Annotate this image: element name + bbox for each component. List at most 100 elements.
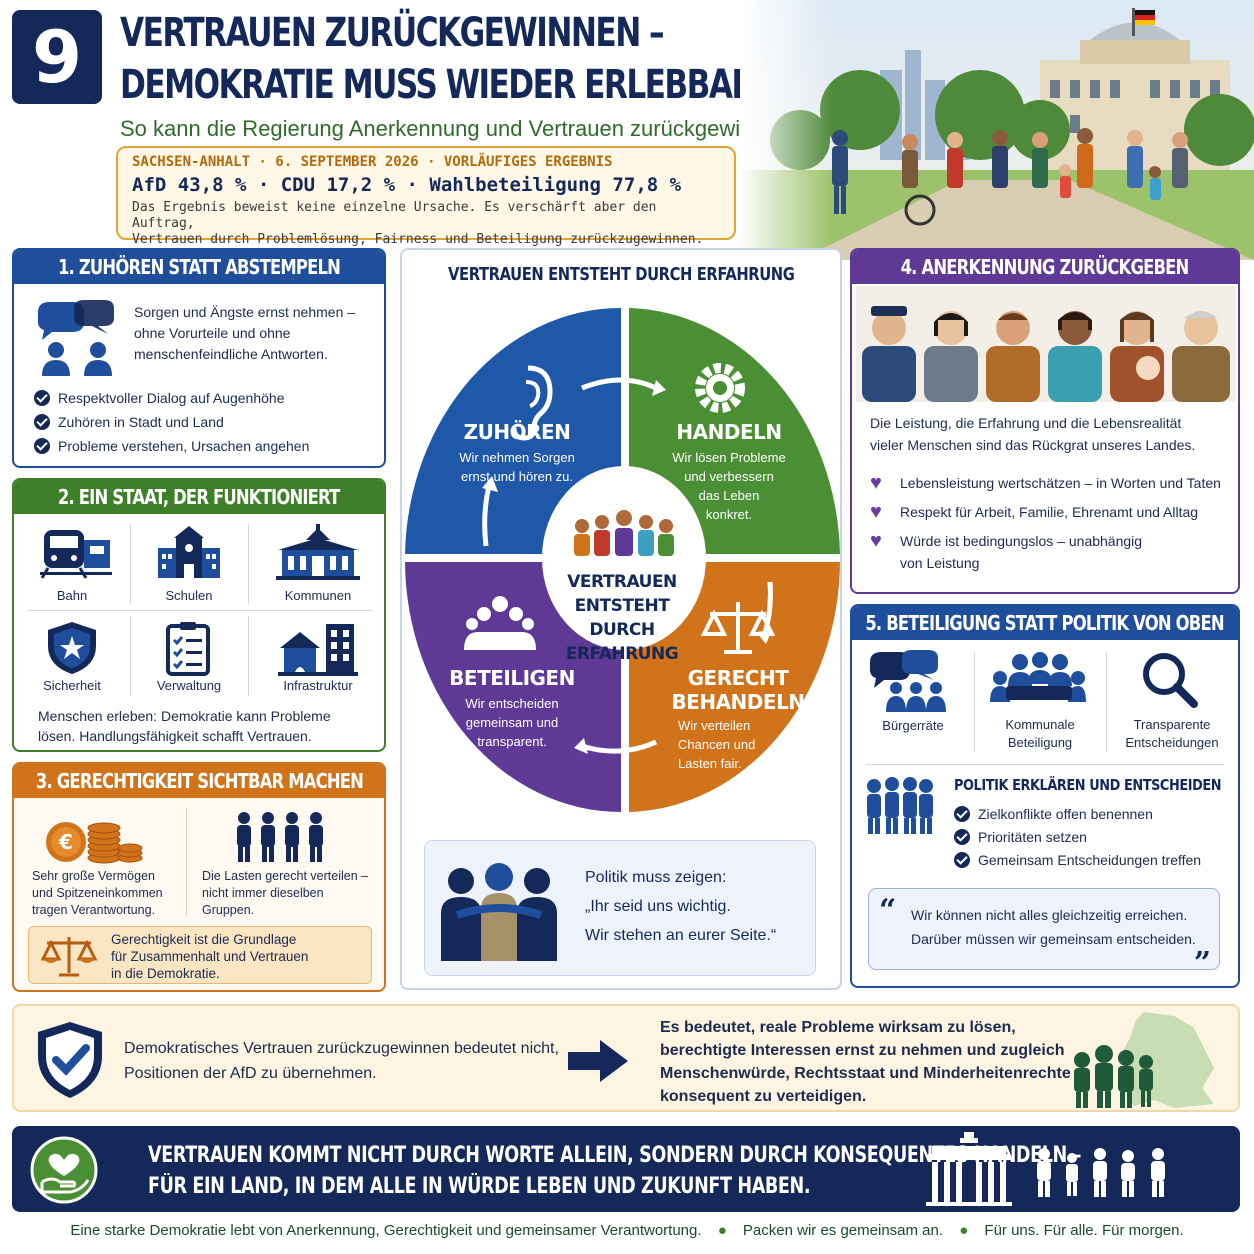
quote-line-2: „Ihr seid uns wichtig. xyxy=(585,898,731,915)
footer: Eine starke Demokratie lebt von Anerkenn… xyxy=(0,1222,1254,1239)
result-heading: SACHSEN-ANHALT · 6. SEPTEMBER 2026 · VOR… xyxy=(132,154,613,170)
q1-title: ZUHÖREN xyxy=(463,420,571,444)
footer-part-2: Packen wir es gemeinsam an. xyxy=(742,1222,944,1239)
check-icon xyxy=(34,390,50,406)
cycle-hub-text: VERTRAUEN ENTSTEHT DURCH ERFAHRUNG xyxy=(565,572,679,664)
section-1-text-2: ohne Vorurteile und ohne xyxy=(134,325,291,341)
administration-checklist-icon xyxy=(166,622,210,676)
label-sicherheit: Sicherheit xyxy=(43,678,101,693)
section-1-title: 1. ZUHÖREN STATT ABSTEMPELN xyxy=(57,255,341,279)
q1-line-2: ernst und hören zu. xyxy=(460,469,574,484)
section-5-quote-box: “ Wir können nicht alles gleichzeitig er… xyxy=(868,888,1220,981)
q4-line-3: Lasten fair. xyxy=(678,756,742,771)
justice-note-1: Gerechtigkeit ist die Grundlage xyxy=(111,932,297,947)
result-note-1: Das Ergebnis beweist keine einzelne Ursa… xyxy=(132,200,657,231)
q3-line-1: Wir entscheiden xyxy=(465,696,559,711)
election-result-box: SACHSEN-ANHALT · 6. SEPTEMBER 2026 · VOR… xyxy=(116,146,736,247)
check-icon xyxy=(954,805,970,822)
section-5-quote-1: Wir können nicht alles gleichzeitig erre… xyxy=(911,907,1188,923)
section-4-item: ♥Lebensleistung wertschätzen – in Worten… xyxy=(870,472,1221,494)
section-1-text-1: Sorgen und Ängste ernst nehmen – xyxy=(134,304,356,320)
section-2-title: 2. EIN STAAT, DER FUNKTIONIERT xyxy=(58,485,340,509)
quote-line-1: Politik muss zeigen: xyxy=(585,869,727,886)
label-kommunale-beteiligung: Kommunale Beteiligung xyxy=(1005,717,1075,750)
section-5-subtitle: POLITIK ERKLÄREN UND ENTSCHEIDEN xyxy=(954,776,1222,794)
label-buergerraete: Bürgerräte xyxy=(882,718,944,733)
label-verwaltung: Verwaltung xyxy=(156,678,222,693)
heart-hand-icon xyxy=(30,1136,98,1204)
section-1-item: Probleme verstehen, Ursachen angehen xyxy=(34,434,309,458)
check-icon xyxy=(34,414,50,430)
section-5-item: Gemeinsam Entscheidungen treffen xyxy=(954,848,1201,871)
heart-icon: ♥ xyxy=(870,501,882,523)
section-number-badge: 9 xyxy=(12,10,102,104)
city-park-scene-illustration xyxy=(740,0,1254,260)
security-shield-icon xyxy=(48,622,96,674)
q3-title: BETEILIGEN xyxy=(449,666,575,690)
page-subtitle: So kann die Regierung Anerkennung und Ve… xyxy=(120,116,790,141)
result-note-2: Vertrauen durch Problemlösung, Fairness … xyxy=(132,232,704,247)
section-1-text-3: menschenfeindliche Antworten. xyxy=(134,346,328,362)
gear-icon xyxy=(695,363,745,413)
dialogue-people-icon xyxy=(38,300,114,376)
section-5-quote-2: Darüber müssen wir gemeinsam entscheiden… xyxy=(911,931,1196,947)
closing-banner: VERTRAUEN KOMMT NICHT DURCH WORTE ALLEIN… xyxy=(12,1126,1240,1212)
community-participation-icon xyxy=(990,652,1086,702)
section-4-title: 4. ANERKENNUNG ZURÜCKGEBEN xyxy=(901,255,1190,279)
summary-right-4: konsequent zu verteidigen. xyxy=(660,1088,867,1105)
summary-left-1: Demokratisches Vertrauen zurückzugewinne… xyxy=(124,1040,559,1057)
banner-line-2: FÜR EIN LAND, IN DEM ALLE IN WÜRDE LEBEN… xyxy=(148,1174,811,1199)
q4-title-2: BEHANDELN xyxy=(671,690,805,714)
section-2-header: 2. EIN STAAT, DER FUNKTIONIERT xyxy=(14,480,384,514)
section-1-item: Zuhören in Stadt und Land xyxy=(34,410,309,434)
section-1-header: 1. ZUHÖREN STATT ABSTEMPELN xyxy=(14,250,384,284)
label-transparente-entscheidungen: Transparente Entscheidungen xyxy=(1125,717,1219,750)
section-3-header: 3. GERECHTIGKEIT SICHTBAR MACHEN xyxy=(14,764,384,798)
section-3-right-1: Die Lasten gerecht verteilen – xyxy=(202,869,369,883)
banner-line-1: VERTRAUEN KOMMT NICHT DURCH WORTE ALLEIN… xyxy=(148,1143,1082,1168)
q4-line-1: Wir verteilen xyxy=(678,718,751,733)
money-coins-icon: € xyxy=(46,822,143,864)
quadrant-beteiligen xyxy=(405,562,621,812)
section-5-title: 5. BETEILIGUNG STATT POLITIK VON OBEN xyxy=(865,611,1225,635)
check-icon xyxy=(954,851,970,868)
scales-of-justice-icon xyxy=(41,937,97,977)
section-1-card: 1. ZUHÖREN STATT ABSTEMPELN Sorgen und Ä… xyxy=(12,248,386,468)
family-people-icon xyxy=(1037,1148,1165,1197)
trust-cycle-diagram xyxy=(405,308,840,812)
section-2-text-1: Menschen erleben: Demokratie kann Proble… xyxy=(38,708,331,724)
q2-line-1: Wir lösen Probleme xyxy=(672,450,786,465)
cycle-title: VERTRAUEN ENTSTEHT DURCH ERFAHRUNG xyxy=(447,264,795,285)
open-quote-icon: “ xyxy=(879,893,897,928)
label-bahn: Bahn xyxy=(56,588,88,603)
label-schulen: Schulen xyxy=(165,588,213,603)
people-crowd-icon xyxy=(867,777,933,834)
justice-note-3: in die Demokratie. xyxy=(111,966,220,981)
politics-quote-box: Politik muss zeigen: „Ihr seid uns wicht… xyxy=(424,840,816,976)
section-3-title: 3. GERECHTIGKEIT SICHTBAR MACHEN xyxy=(35,769,363,793)
q3-line-2: gemeinsam und xyxy=(465,715,559,730)
q2-line-2: und verbessern xyxy=(684,469,774,484)
town-hall-icon xyxy=(276,524,360,580)
section-3-right-3: Gruppen. xyxy=(202,903,255,917)
section-5-item: Prioritäten setzen xyxy=(954,825,1201,848)
magnifier-icon xyxy=(1143,653,1198,708)
section-2-text-2: lösen. Handlungsfähigkeit schafft Vertra… xyxy=(38,728,312,744)
summary-right-1: Es bedeutet, reale Probleme wirksam zu l… xyxy=(660,1019,1016,1036)
section-4-item: ♥Respekt für Arbeit, Familie, Ehrenamt u… xyxy=(870,501,1199,523)
trust-cycle-panel: VERTRAUEN ENTSTEHT DURCH ERFAHRUNG ZUHÖR… xyxy=(400,248,842,990)
section-5-item: Zielkonflikte offen benennen xyxy=(954,802,1201,825)
section-3-left-1: Sehr große Vermögen xyxy=(32,869,155,883)
page-title-line1: VERTRAUEN ZURÜCKGEWINNEN – xyxy=(120,10,665,56)
heart-icon: ♥ xyxy=(870,530,882,552)
check-icon xyxy=(954,828,970,845)
embracing-people-icon xyxy=(441,863,557,961)
summary-right-2: berechtigte Interessen ernst zu nehmen u… xyxy=(660,1042,1065,1059)
footer-part-3: Für uns. Für alle. Für morgen. xyxy=(984,1222,1184,1239)
section-1-item: Respektvoller Dialog auf Augenhöhe xyxy=(34,386,309,410)
justice-note-box: Gerechtigkeit ist die Grundlage für Zusa… xyxy=(28,926,372,984)
section-2-card: 2. EIN STAAT, DER FUNKTIONIERT Bahn Schu… xyxy=(12,478,386,752)
train-icon xyxy=(40,530,112,579)
section-4-header: 4. ANERKENNUNG ZURÜCKGEBEN xyxy=(852,250,1238,284)
